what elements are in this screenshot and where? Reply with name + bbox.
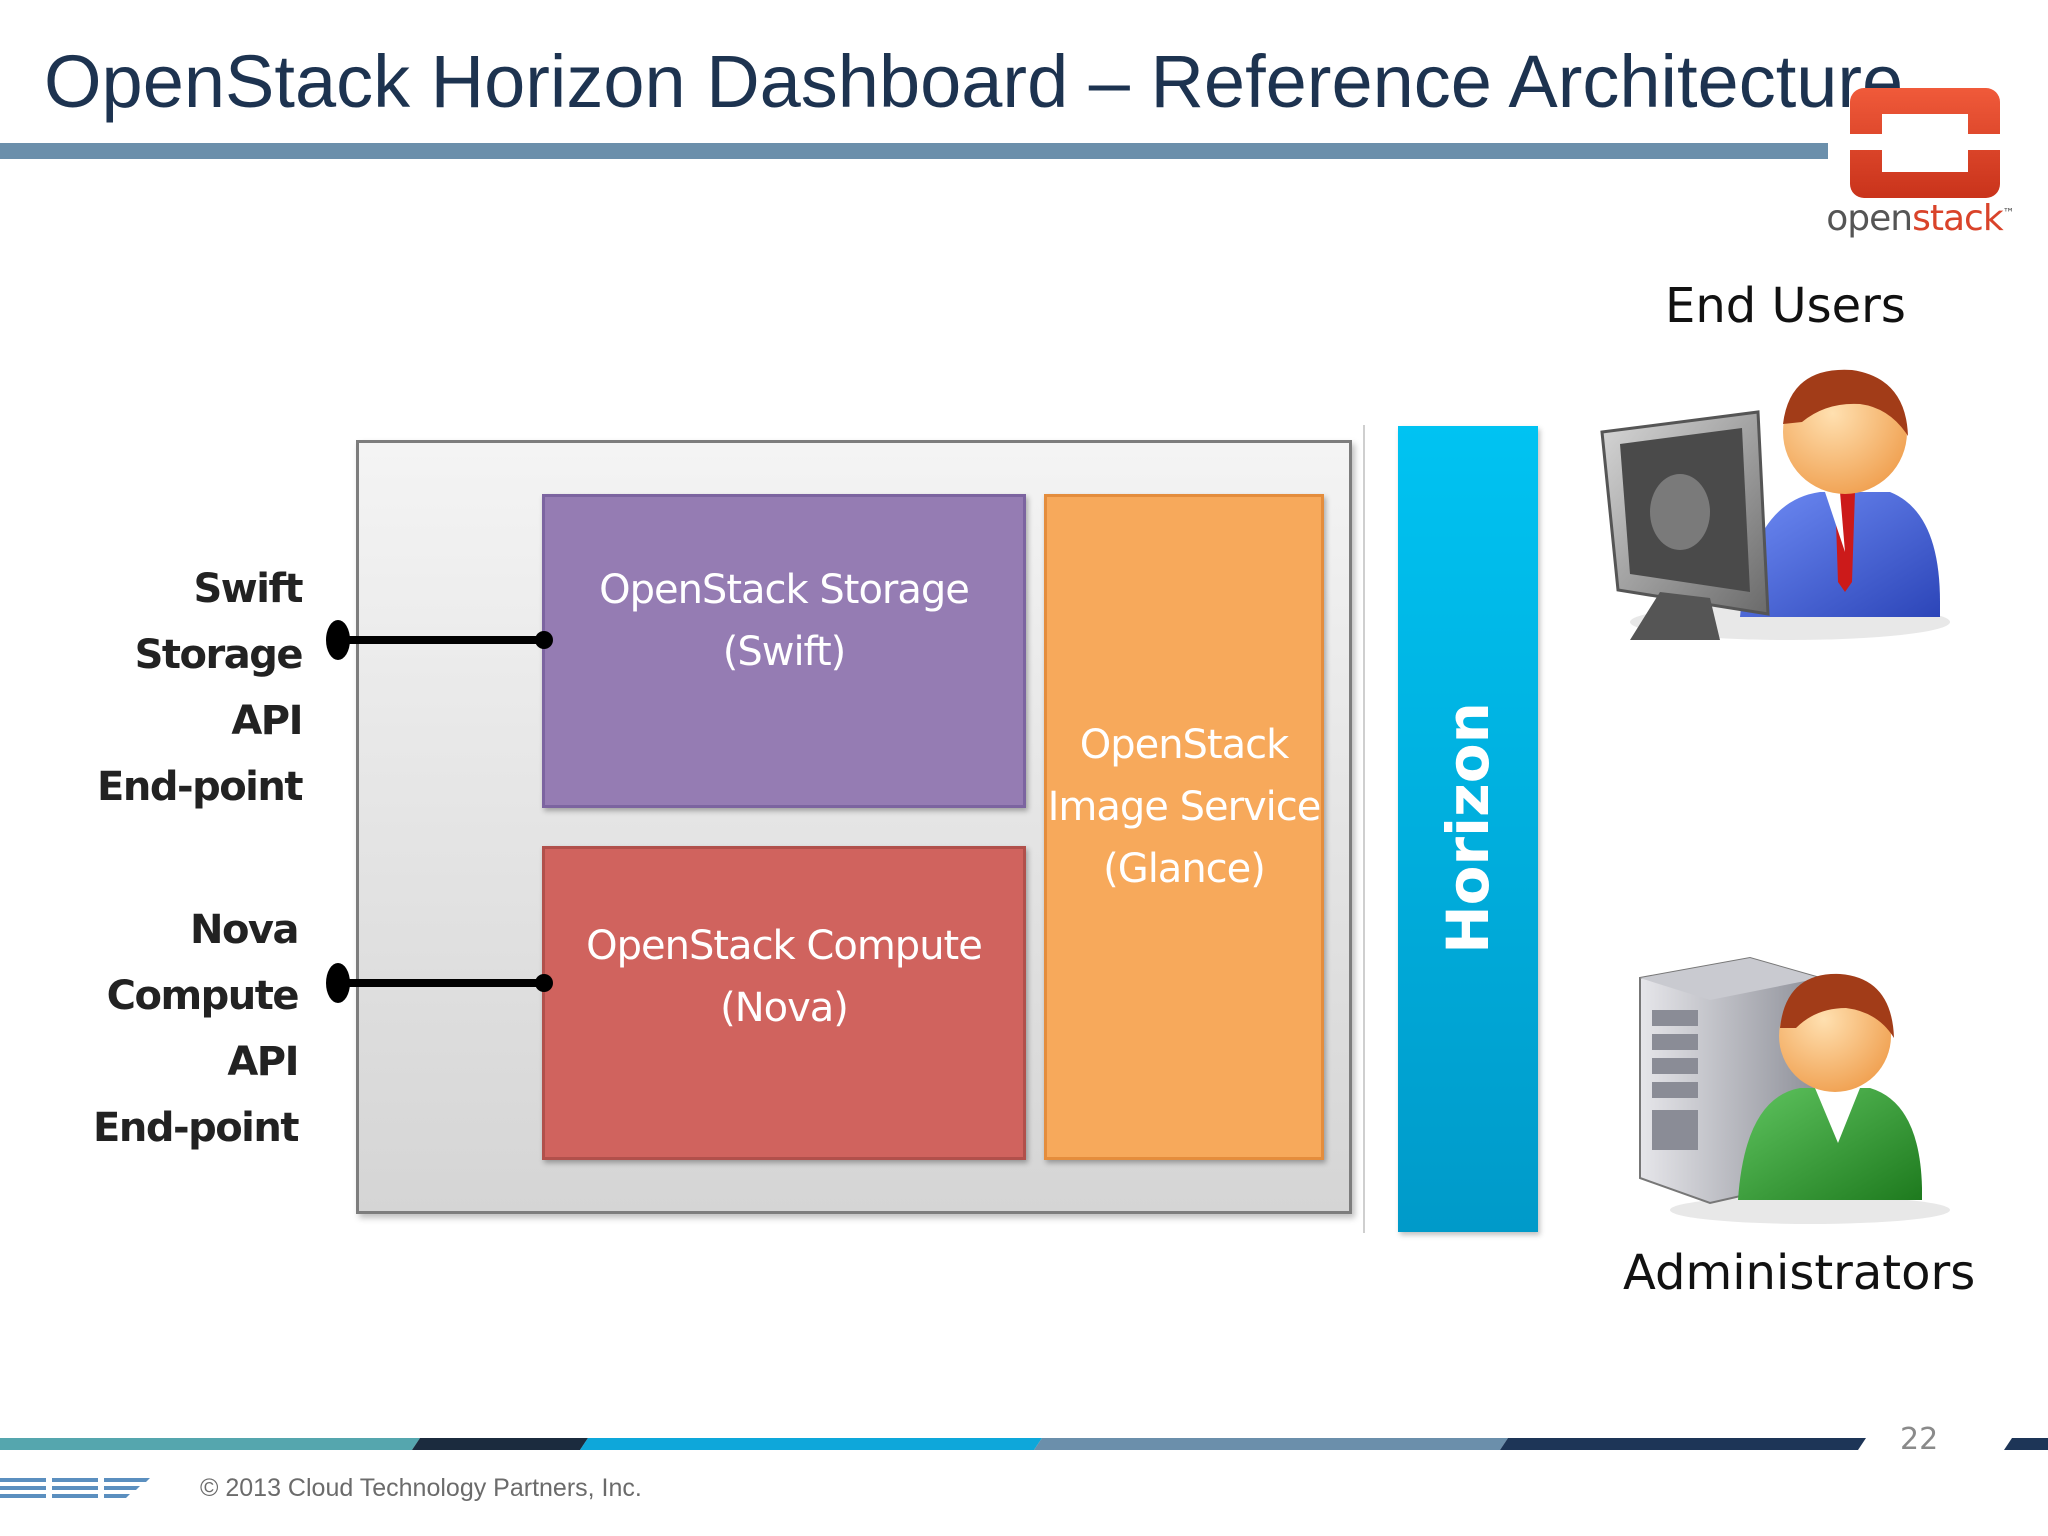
swift-api-line3: End-point [97,764,303,810]
service-glance-line2: Image Service [1047,784,1322,830]
admin-with-server-icon [1639,956,1950,1224]
logo-text-open: open [1826,198,1913,239]
horizon-label: Horizon [1434,702,1502,954]
company-logo-icon [0,1476,150,1500]
administrators-label: Administrators [1623,1245,1976,1301]
service-glance-line3: (Glance) [1103,846,1266,892]
service-nova-line2: (Nova) [720,985,849,1031]
service-swift-line2: (Swift) [722,629,846,675]
title-rule [0,143,1828,159]
horizon-separator [1363,425,1365,1233]
page-number: 22 [1900,1422,1939,1457]
footer-color-bar [0,1438,2048,1450]
service-box-nova: OpenStack Compute (Nova) [542,846,1026,1160]
horizon-bar [1398,426,1538,1232]
copyright-notice: © 2013 Cloud Technology Partners, Inc. [200,1474,642,1502]
nova-api-line2: API [227,1039,299,1085]
nova-api-line3: End-point [93,1105,299,1151]
service-box-swift: OpenStack Storage (Swift) [542,494,1026,808]
swift-api-endpoint-label: Swift Storage API End-point [40,556,304,820]
service-glance-line1: OpenStack [1079,722,1290,768]
slide-title: OpenStack Horizon Dashboard – Reference … [44,40,1904,123]
user-at-computer-icon [1600,369,1950,640]
openstack-logo-text: openstack™ [1820,198,2020,239]
openstack-logo [1850,88,2000,198]
service-nova-line1: OpenStack Compute [586,923,983,969]
service-box-glance: OpenStack Image Service (Glance) [1044,494,1324,1160]
end-users-label: End Users [1665,278,1906,334]
logo-text-stack: stack [1912,198,2004,239]
swift-api-line2: API [231,698,303,744]
nova-api-endpoint-label: Nova Compute API End-point [40,897,300,1161]
nova-api-line1: Nova Compute [106,907,300,1019]
swift-api-line1: Swift Storage [134,566,304,678]
logo-trademark: ™ [2002,206,2015,220]
service-swift-line1: OpenStack Storage [599,567,970,613]
